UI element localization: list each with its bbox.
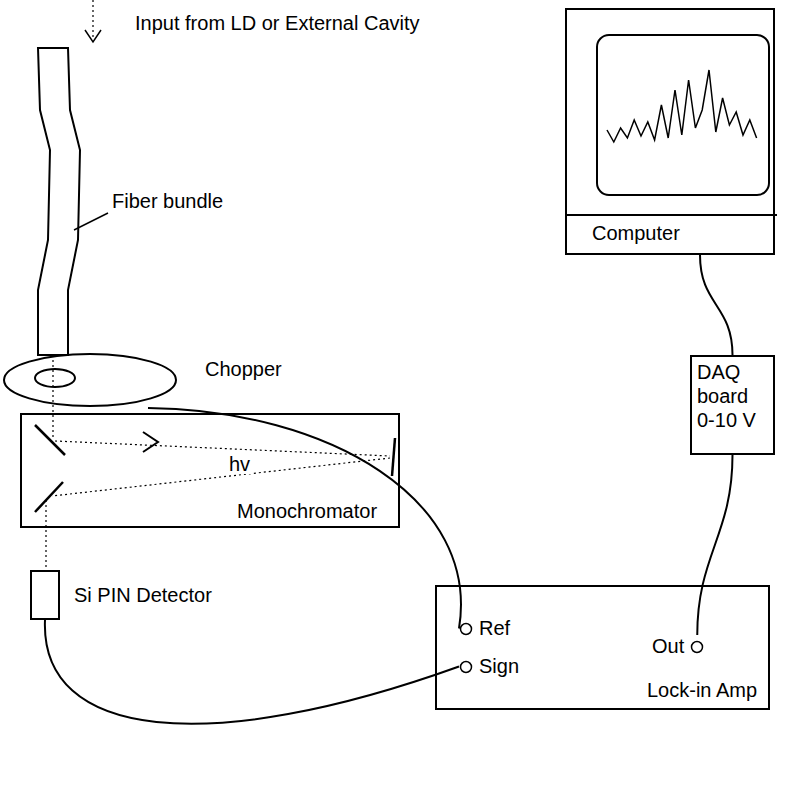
grating bbox=[392, 438, 395, 476]
ref-terminal: Ref bbox=[459, 617, 510, 640]
leader-line bbox=[74, 213, 108, 230]
terminal-label: Out bbox=[652, 635, 684, 658]
node-label: Si PIN Detector bbox=[74, 584, 212, 607]
screen bbox=[597, 35, 769, 195]
node-label: hv bbox=[227, 454, 252, 474]
computer: Computer bbox=[565, 8, 775, 255]
node-label: Chopper bbox=[205, 358, 282, 381]
light-beam bbox=[45, 500, 46, 569]
chopper-drawing bbox=[2, 352, 178, 408]
node-label: DAQ board 0-10 V bbox=[692, 357, 773, 435]
node-label: Lock-in Amp bbox=[647, 679, 757, 702]
monochromator: hvMonochromator bbox=[20, 413, 400, 528]
chopper-wheel bbox=[4, 354, 176, 406]
terminal-label: Sign bbox=[479, 655, 519, 678]
fiber-bundle bbox=[38, 48, 80, 355]
chopper-slot bbox=[35, 369, 75, 387]
light-beam bbox=[52, 458, 390, 496]
part-label: Fiber bundle bbox=[112, 190, 223, 213]
terminal-circle bbox=[459, 622, 473, 636]
terminal-circle bbox=[461, 623, 472, 634]
mirror bbox=[35, 425, 65, 455]
wire bbox=[697, 455, 732, 635]
terminal-circle bbox=[692, 641, 703, 652]
si-pin-detector: Si PIN Detector bbox=[30, 570, 60, 620]
terminal-label: Ref bbox=[479, 617, 510, 640]
chopper: Chopper bbox=[2, 352, 178, 408]
lock-in-amp: Lock-in Amp RefOutSign bbox=[435, 585, 770, 710]
sign-terminal: Sign bbox=[459, 655, 519, 678]
terminal-circle bbox=[459, 660, 473, 674]
node-label: Computer bbox=[592, 222, 680, 245]
terminal-circle bbox=[461, 661, 472, 672]
mirror bbox=[35, 482, 63, 512]
wire bbox=[45, 620, 459, 724]
input-beam bbox=[92, 0, 93, 40]
wire bbox=[700, 255, 733, 355]
input-label: Input from LD or External Cavity bbox=[135, 12, 420, 35]
monitor-base bbox=[567, 214, 777, 216]
waveform bbox=[607, 70, 757, 142]
node-label: Monochromator bbox=[237, 500, 377, 523]
light-beam bbox=[52, 355, 53, 438]
out-terminal: Out bbox=[652, 635, 704, 658]
terminal-circle bbox=[690, 640, 704, 654]
input-arrowhead bbox=[85, 30, 101, 42]
slit bbox=[143, 432, 158, 452]
computer-drawing bbox=[567, 10, 777, 257]
daq-board: DAQ board 0-10 V bbox=[690, 355, 775, 455]
